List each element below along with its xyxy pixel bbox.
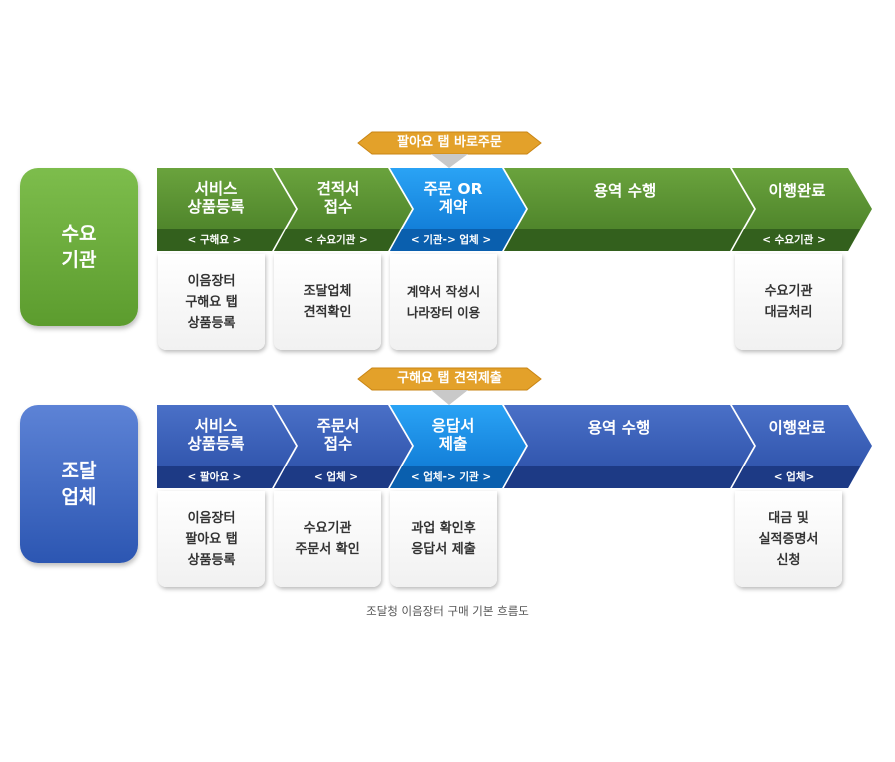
demand-step-2-title: 견적서 접수 — [316, 180, 360, 216]
supplier-step-1-title: 서비스 상품등록 — [187, 417, 245, 453]
supplier-step-3-title: 응답서 제출 — [431, 417, 475, 453]
supplier-banner: 구해요 탭 견적제출 — [397, 371, 502, 386]
supplier-step-1-sub: < 팔아요 > — [187, 471, 242, 483]
demand-step-2-sub: < 수요기관 > — [304, 234, 368, 246]
supplier-side-label: 조달 업체 — [20, 405, 138, 563]
supplier-step-2-sub: < 업체 > — [313, 471, 359, 483]
supplier-flow-bar — [157, 405, 872, 488]
demand-banner: 팔아요 탭 바로주문 — [397, 135, 502, 150]
supplier-step-5-title: 이행완료 — [768, 419, 826, 437]
demand-banner-shape — [357, 131, 542, 168]
demand-step-2-card: 조달업체 견적확인 — [274, 254, 381, 350]
supplier-banner-shape — [357, 367, 542, 405]
demand-step-5-card: 수요기관 대금처리 — [735, 254, 842, 350]
demand-step-5-title: 이행완료 — [768, 182, 826, 200]
demand-step-4-title: 용역 수행 — [593, 182, 657, 200]
demand-step-1-card: 이음장터 구해요 탭 상품등록 — [158, 254, 265, 350]
supplier-step-2-card: 수요기관 주문서 확인 — [274, 491, 381, 587]
supplier-step-5-sub: < 업체> — [773, 471, 815, 483]
demand-step-3-sub: < 기관-> 업체 > — [410, 234, 492, 246]
supplier-step-1-card: 이음장터 팔아요 탭 상품등록 — [158, 491, 265, 587]
demand-step-3-title: 주문 OR 계약 — [423, 180, 483, 216]
diagram-caption: 조달청 이음장터 구매 기본 흐름도 — [366, 604, 529, 618]
demand-step-3-card: 계약서 작성시 나라장터 이용 — [390, 254, 497, 350]
supplier-step-2-title: 주문서 접수 — [316, 417, 360, 453]
supplier-step-3-card: 과업 확인후 응답서 제출 — [390, 491, 497, 587]
demand-flow-bar — [157, 168, 872, 251]
supplier-step-4-title: 용역 수행 — [587, 419, 651, 437]
supplier-step-3-sub: < 업체-> 기관 > — [410, 471, 492, 483]
demand-side-label: 수요 기관 — [20, 168, 138, 326]
demand-step-1-title: 서비스 상품등록 — [187, 180, 245, 216]
supplier-step-5-card: 대금 및 실적증명서 신청 — [735, 491, 842, 587]
demand-step-1-sub: < 구해요 > — [187, 234, 242, 246]
demand-step-5-sub: < 수요기관 > — [762, 234, 826, 246]
